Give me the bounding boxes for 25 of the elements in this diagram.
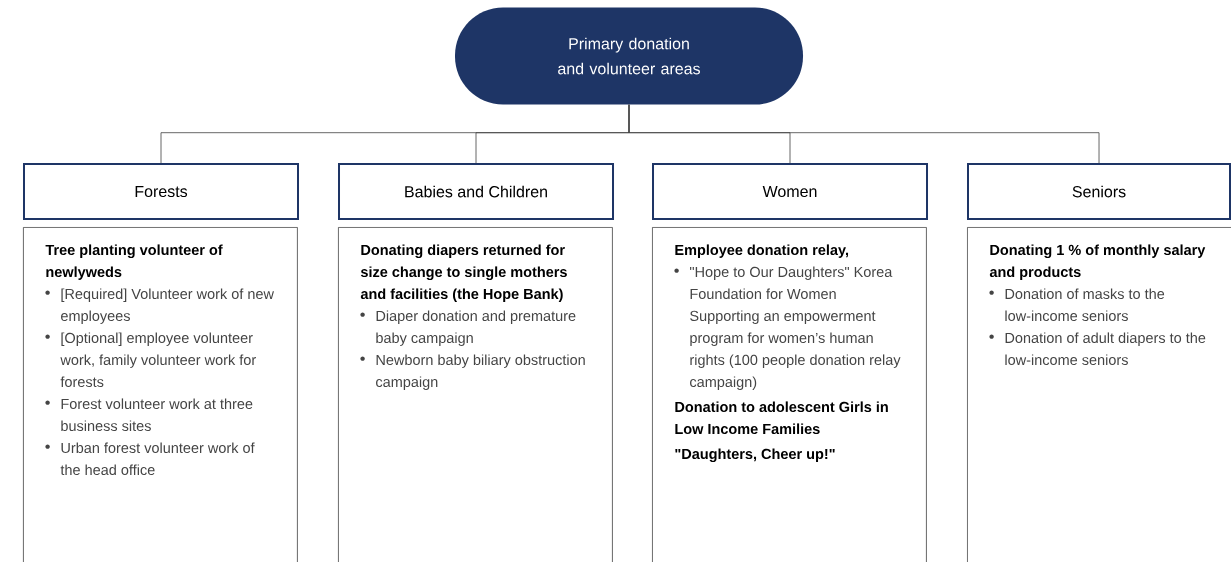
title-pill: Primary donation and volunteer areas xyxy=(455,7,803,105)
content-box xyxy=(967,227,1231,562)
bullet-item: "Hope to Our Daughters" Korea Foundation for Women Supporting an empowerment program for women’s human rights (100 people donation relay campaign) xyxy=(674,266,901,390)
heading-text: Donating diapers returned for size change to single mothers and facilities (the Hope Bank) xyxy=(360,244,567,302)
heading-text: Employee donation relay, xyxy=(675,244,849,258)
category-header: Women xyxy=(652,163,928,220)
heading-text: Donation to adolescent Girls in Low Income Families xyxy=(675,401,888,435)
bullet-item: Urban forest volunteer work of the head office xyxy=(45,442,255,476)
heading-text: "Daughters, Cheer up!" xyxy=(675,448,835,462)
bullet-item: Diaper donation and premature baby campaign xyxy=(360,310,576,346)
bullet-item: Donation of adult diapers to the low-income seniors xyxy=(989,332,1206,366)
category-header: Forests xyxy=(23,163,299,220)
bullet-item: Donation of masks to the low-income seniors xyxy=(989,288,1165,322)
bullet-item: [Required] Volunteer work of new employees xyxy=(45,288,274,324)
content-box xyxy=(23,227,298,562)
bullet-item: [Optional] employee volunteer work, family volunteer work for forests xyxy=(45,332,256,388)
bullet-item: Forest volunteer work at three business sites xyxy=(45,398,253,432)
heading-text: Tree planting volunteer of newlyweds xyxy=(45,244,223,280)
heading-text: Donating 1 % of monthly salary and products xyxy=(989,244,1206,280)
category-header: Seniors xyxy=(967,163,1231,220)
tree-connector xyxy=(628,104,1100,164)
category-header: Babies and Children xyxy=(338,163,614,220)
content-box xyxy=(338,227,613,562)
bullet-item: Newborn baby biliary obstruction campaign xyxy=(360,354,585,390)
content-box xyxy=(652,227,927,562)
